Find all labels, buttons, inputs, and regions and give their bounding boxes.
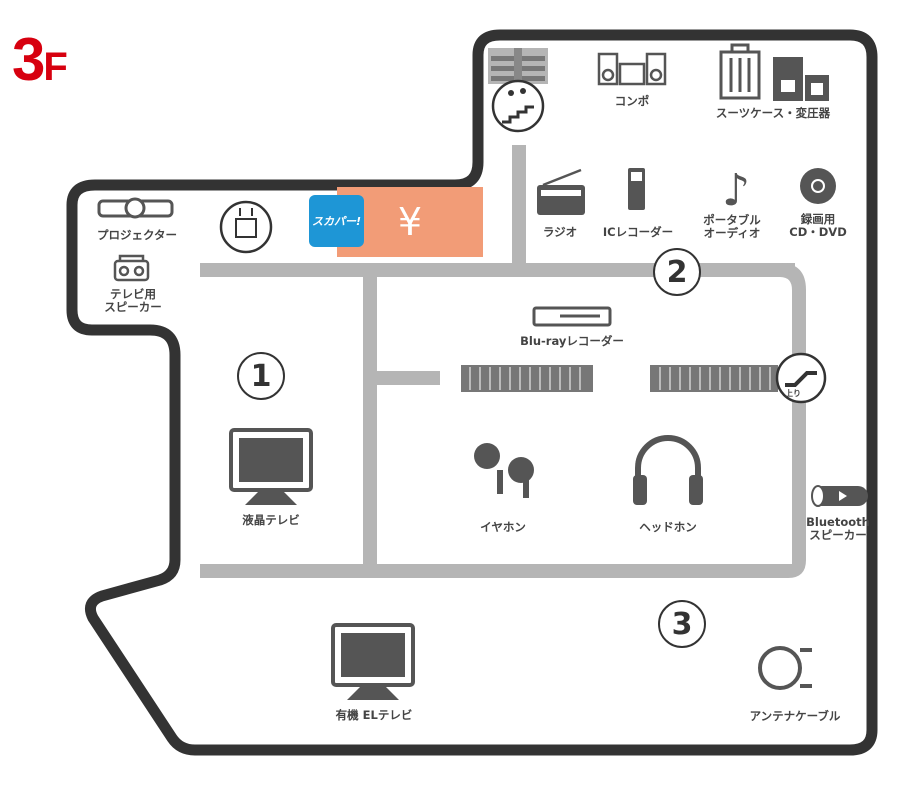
headphone-label: ヘッドホン	[639, 520, 697, 534]
escalator-up-label: 上り	[785, 389, 801, 398]
projector-label: プロジェクター	[96, 228, 178, 242]
transformer-icon	[773, 57, 829, 101]
bluetooth-speaker-icon	[811, 485, 868, 507]
disc-icon	[800, 168, 836, 204]
stairs-icon	[488, 48, 548, 133]
compo-icon	[597, 52, 667, 86]
suitcase-label: スーツケース・変圧器	[715, 106, 831, 120]
projector-icon	[97, 197, 174, 219]
zone-2-marker: 2	[653, 248, 701, 296]
elevator-icon	[219, 200, 273, 254]
bluray-recorder-icon	[532, 306, 612, 327]
escalator-steps	[469, 367, 771, 390]
suitcase-icon	[719, 43, 761, 100]
earphone-label: イヤホン	[480, 520, 526, 534]
antenna-cable-icon	[758, 646, 812, 690]
floor-outline	[66, 29, 878, 756]
portable-audio-label: ポータブルオーディオ	[703, 213, 761, 240]
antenna-cable-label: アンテナケーブル	[749, 709, 841, 723]
ic-recorder-label: ICレコーダー	[602, 225, 674, 239]
earphone-icon	[474, 443, 534, 498]
radio-icon	[537, 168, 585, 215]
headphone-icon	[633, 435, 703, 505]
music-note-icon: ♪	[722, 165, 750, 216]
zone-1-marker: 1	[237, 352, 285, 400]
aisles	[200, 145, 806, 578]
lcd-tv-icon	[229, 428, 313, 505]
speaker-icon	[113, 254, 150, 282]
yen-icon: ¥	[397, 200, 423, 244]
aisle	[377, 371, 440, 385]
bluray-label: Blu-rayレコーダー	[520, 334, 624, 348]
oled-tv-label: 有機 ELテレビ	[335, 708, 413, 722]
ic-recorder-icon	[628, 168, 645, 210]
aisle	[200, 263, 795, 277]
zone-3-marker: 3	[658, 600, 706, 648]
aisle	[363, 277, 377, 567]
escalator-icon	[775, 352, 827, 404]
oled-tv-icon	[331, 623, 415, 700]
tv-speaker-label: テレビ用スピーカー	[104, 287, 162, 314]
floor-label: 3F	[12, 26, 68, 93]
skyperfect-logo: スカパー!	[309, 195, 364, 247]
aisle	[512, 145, 526, 265]
escalator-rail-right	[650, 365, 778, 392]
lcd-tv-label: 液晶テレビ	[242, 513, 300, 527]
compo-label: コンポ	[614, 94, 650, 108]
radio-label: ラジオ	[542, 225, 578, 239]
